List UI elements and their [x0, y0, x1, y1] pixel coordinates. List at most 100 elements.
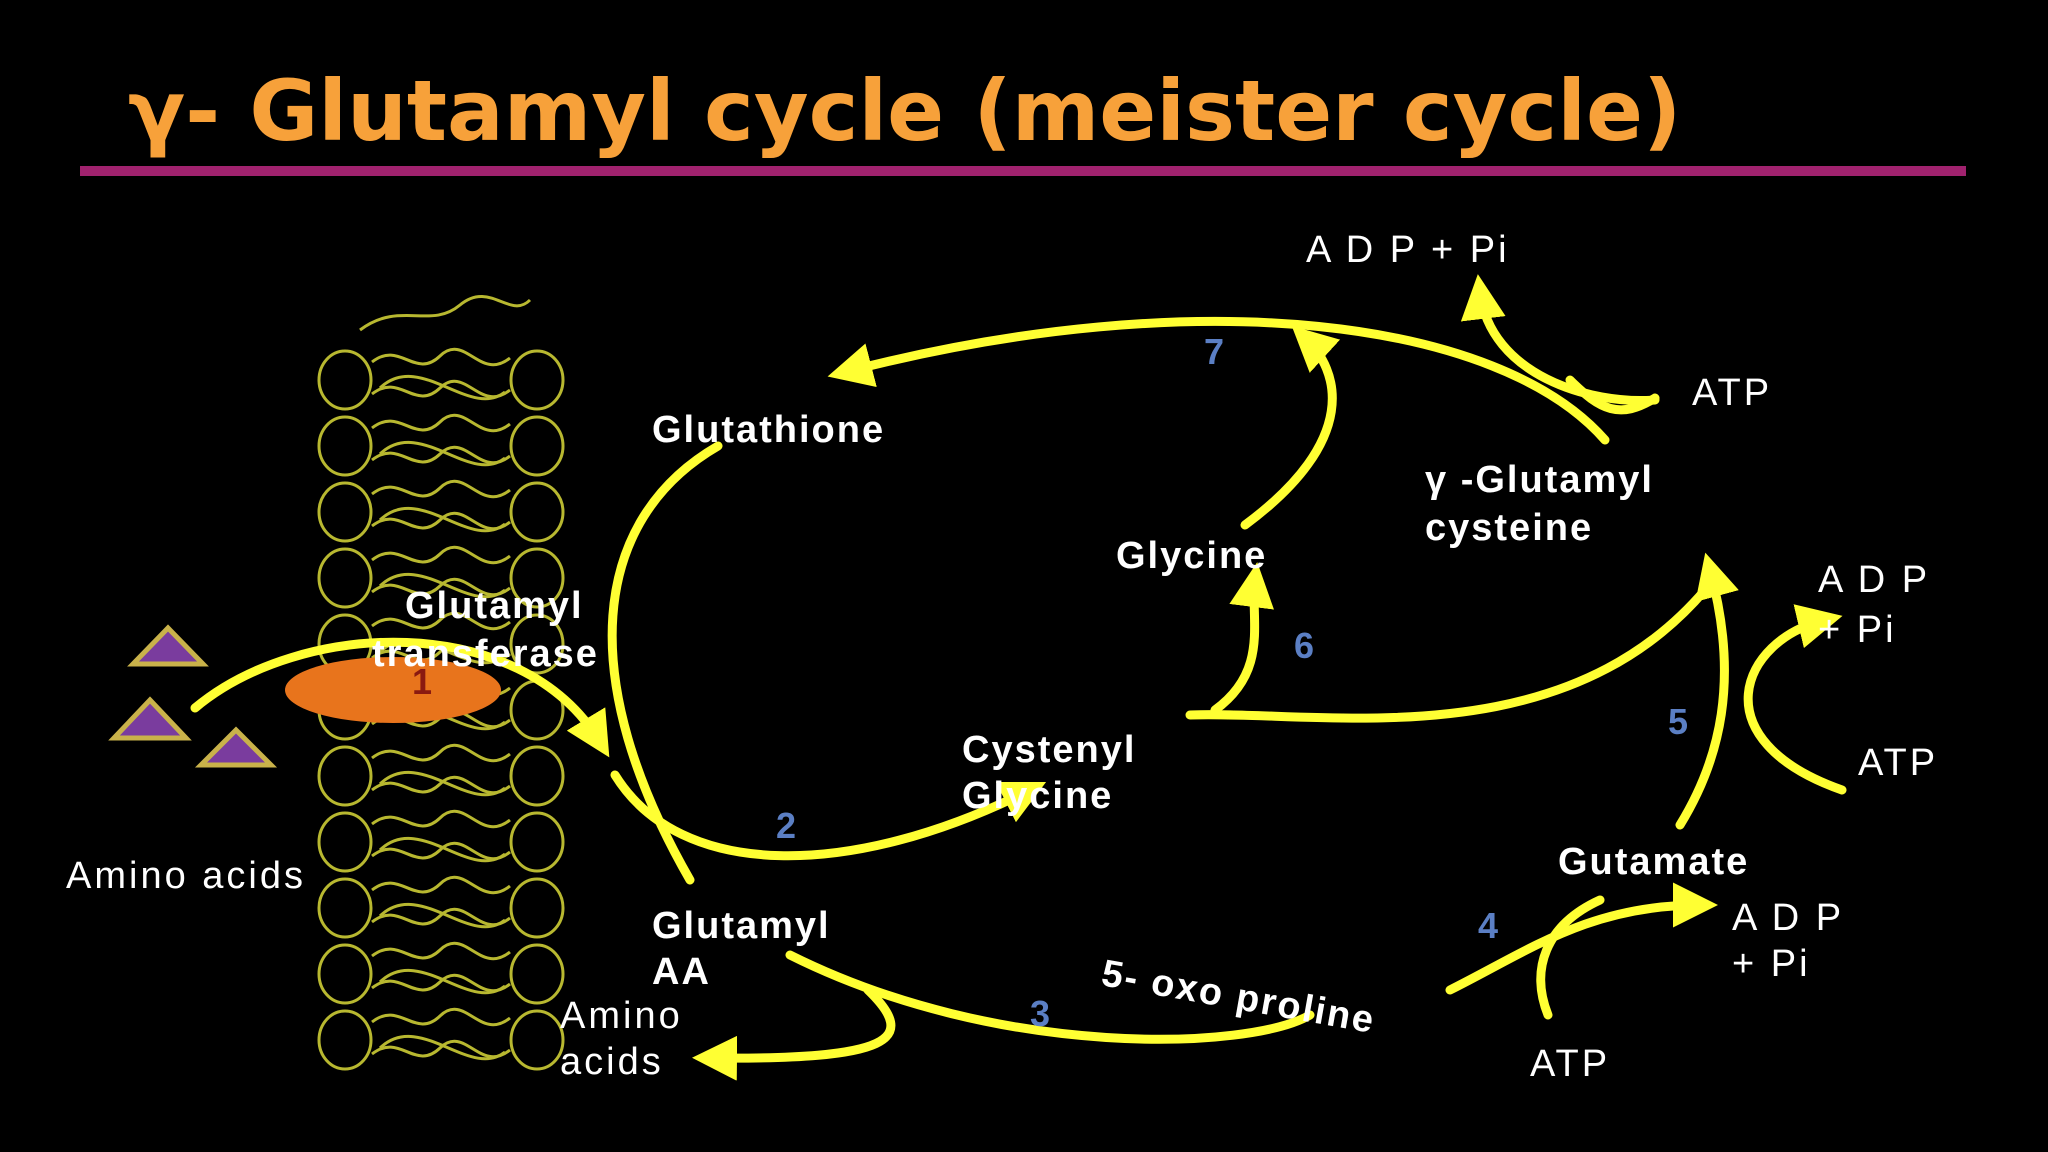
- lipid-tail-2-0: [371, 479, 511, 499]
- lipid-tail-0-0: [371, 347, 511, 367]
- step-number-3: 3: [1030, 993, 1050, 1034]
- lipid-tail-3-1: [371, 577, 511, 597]
- title-rule: [80, 166, 1966, 176]
- label-atp-right: ATP: [1858, 742, 1938, 784]
- lipid-tail-cross-10: [378, 1034, 506, 1061]
- lipid-head-8-1: [509, 877, 565, 939]
- label-amino-acids-released-line2: acids: [560, 1041, 664, 1083]
- label-glutamyl-aa-line2: AA: [652, 951, 711, 993]
- lipid-head-8-0: [317, 877, 373, 939]
- lipid-head-10-0: [317, 1009, 373, 1071]
- lipid-tail-1-1: [371, 445, 511, 465]
- amino-acids-release-arrow: [692, 985, 896, 1081]
- label-glutamyl-aa-line1: Glutamyl: [652, 905, 831, 947]
- step-number-6: 6: [1294, 625, 1314, 666]
- label-glutamyl-transferase-line2: transferase: [372, 633, 599, 675]
- lipid-tail-cross-1: [378, 440, 506, 467]
- atp-top-input: [1565, 375, 1660, 415]
- amino-acid-triangle-3: [194, 726, 278, 768]
- lipid-head-3-1: [509, 547, 565, 609]
- label-adp-right-line1: A D P: [1818, 559, 1930, 601]
- lipid-head-7-0: [317, 811, 373, 873]
- lipid-head-6-0: [317, 745, 373, 807]
- step-6-main-arrow: [1185, 585, 1710, 723]
- lipid-tail-9-0: [371, 941, 511, 961]
- label-adp-bottom-line2: + Pi: [1732, 943, 1811, 985]
- label-gamma-glutamyl-cysteine-line2: cysteine: [1425, 507, 1593, 549]
- lipid-tail-cross-6: [378, 770, 506, 797]
- amino-acid-triangle-2: [108, 696, 192, 741]
- lipid-tail-cross-0: [378, 374, 506, 401]
- lipid-head-10-1: [509, 1009, 565, 1071]
- lipid-head-4-1: [509, 613, 565, 675]
- cell-membrane: [317, 295, 565, 1071]
- label-cystenyl-glycine-line2: Glycine: [962, 775, 1113, 817]
- step-5-arrow: [1675, 552, 1739, 830]
- lipid-head-1-0: [317, 415, 373, 477]
- glutathione-to-glutamyl-aa-arc: [607, 441, 723, 885]
- lipid-tail-10-1: [371, 1039, 511, 1059]
- step-number-7: 7: [1204, 331, 1224, 372]
- lipid-tail-4-0: [371, 611, 511, 631]
- lipid-tail-cross-8: [378, 902, 506, 929]
- lipid-tail-cross-3: [378, 572, 506, 599]
- lipid-tail-1-0: [371, 413, 511, 433]
- step-number-5: 5: [1668, 701, 1688, 742]
- lipid-head-2-0: [317, 481, 373, 543]
- lipid-tail-6-1: [371, 775, 511, 795]
- step-7-main-arrow: [827, 316, 1610, 445]
- lipid-tail-3-0: [371, 545, 511, 565]
- atp-bottom-input: [1536, 895, 1605, 1020]
- lipid-tail-cross-7: [378, 836, 506, 863]
- lipid-tail-0-1: [371, 379, 511, 399]
- label-5-oxoproline: 5- oxo proline: [1098, 953, 1378, 1042]
- step-number-2: 2: [776, 805, 796, 846]
- step-number-1: 1: [412, 661, 432, 702]
- lipid-tail-7-1: [371, 841, 511, 861]
- label-glutamyl-transferase-line1: Glutamyl: [405, 585, 584, 627]
- lipid-tail-9-1: [371, 973, 511, 993]
- atp-adp-top-arrow: [1460, 274, 1660, 406]
- label-glutathione: Glutathione: [652, 409, 885, 451]
- step-6-to-glycine-arrow: [1210, 562, 1274, 715]
- step-5-atp-adp-arrow: [1743, 604, 1847, 795]
- amino-acid-uptake-arrow: [190, 637, 610, 758]
- lipid-tail-cross-2: [378, 506, 506, 533]
- lipid-tail-8-1: [371, 907, 511, 927]
- lipid-tail-cross-9: [378, 968, 506, 995]
- lipid-tail-2-1: [371, 511, 511, 531]
- lipid-tail-6-0: [371, 743, 511, 763]
- lipid-tail-7-0: [371, 809, 511, 829]
- label-adp-right-line2: + Pi: [1818, 609, 1897, 651]
- glutamyl-transferase-enzyme: [285, 657, 501, 723]
- lipid-tail-10-0: [371, 1007, 511, 1027]
- label-gamma-glutamyl-cysteine-line1: γ -Glutamyl: [1425, 459, 1654, 501]
- label-adp-bottom-line1: A D P: [1732, 897, 1844, 939]
- label-amino-acids-released-line1: Amino: [560, 995, 683, 1037]
- label-atp-bottom: ATP: [1530, 1043, 1610, 1085]
- lipid-head-3-0: [317, 547, 373, 609]
- lipid-tail-8-0: [371, 875, 511, 895]
- slide-title: γ- Glutamyl cycle (meister cycle): [128, 62, 1681, 160]
- label-glutamate: Gutamate: [1558, 841, 1749, 883]
- lipid-head-0-0: [317, 349, 373, 411]
- step-number-4: 4: [1478, 905, 1498, 946]
- step-4-arrow: [1445, 882, 1718, 995]
- step-3-arc: [785, 950, 1315, 1044]
- lipid-tail-top: [359, 295, 532, 332]
- label-glycine: Glycine: [1116, 535, 1267, 577]
- label-cystenyl-glycine-line1: Cystenyl: [962, 729, 1136, 771]
- lipid-head-1-1: [509, 415, 565, 477]
- step-7-glycine-arrow: [1240, 325, 1341, 530]
- label-atp-top: ATP: [1692, 372, 1772, 414]
- step-2-arrow: [610, 770, 1047, 861]
- lipid-head-7-1: [509, 811, 565, 873]
- lipid-head-6-1: [509, 745, 565, 807]
- label-adp-pi-top: A D P + Pi: [1306, 229, 1510, 271]
- lipid-head-9-0: [317, 943, 373, 1005]
- lipid-head-9-1: [509, 943, 565, 1005]
- amino-acid-triangle-1: [127, 624, 209, 667]
- lipid-head-0-1: [509, 349, 565, 411]
